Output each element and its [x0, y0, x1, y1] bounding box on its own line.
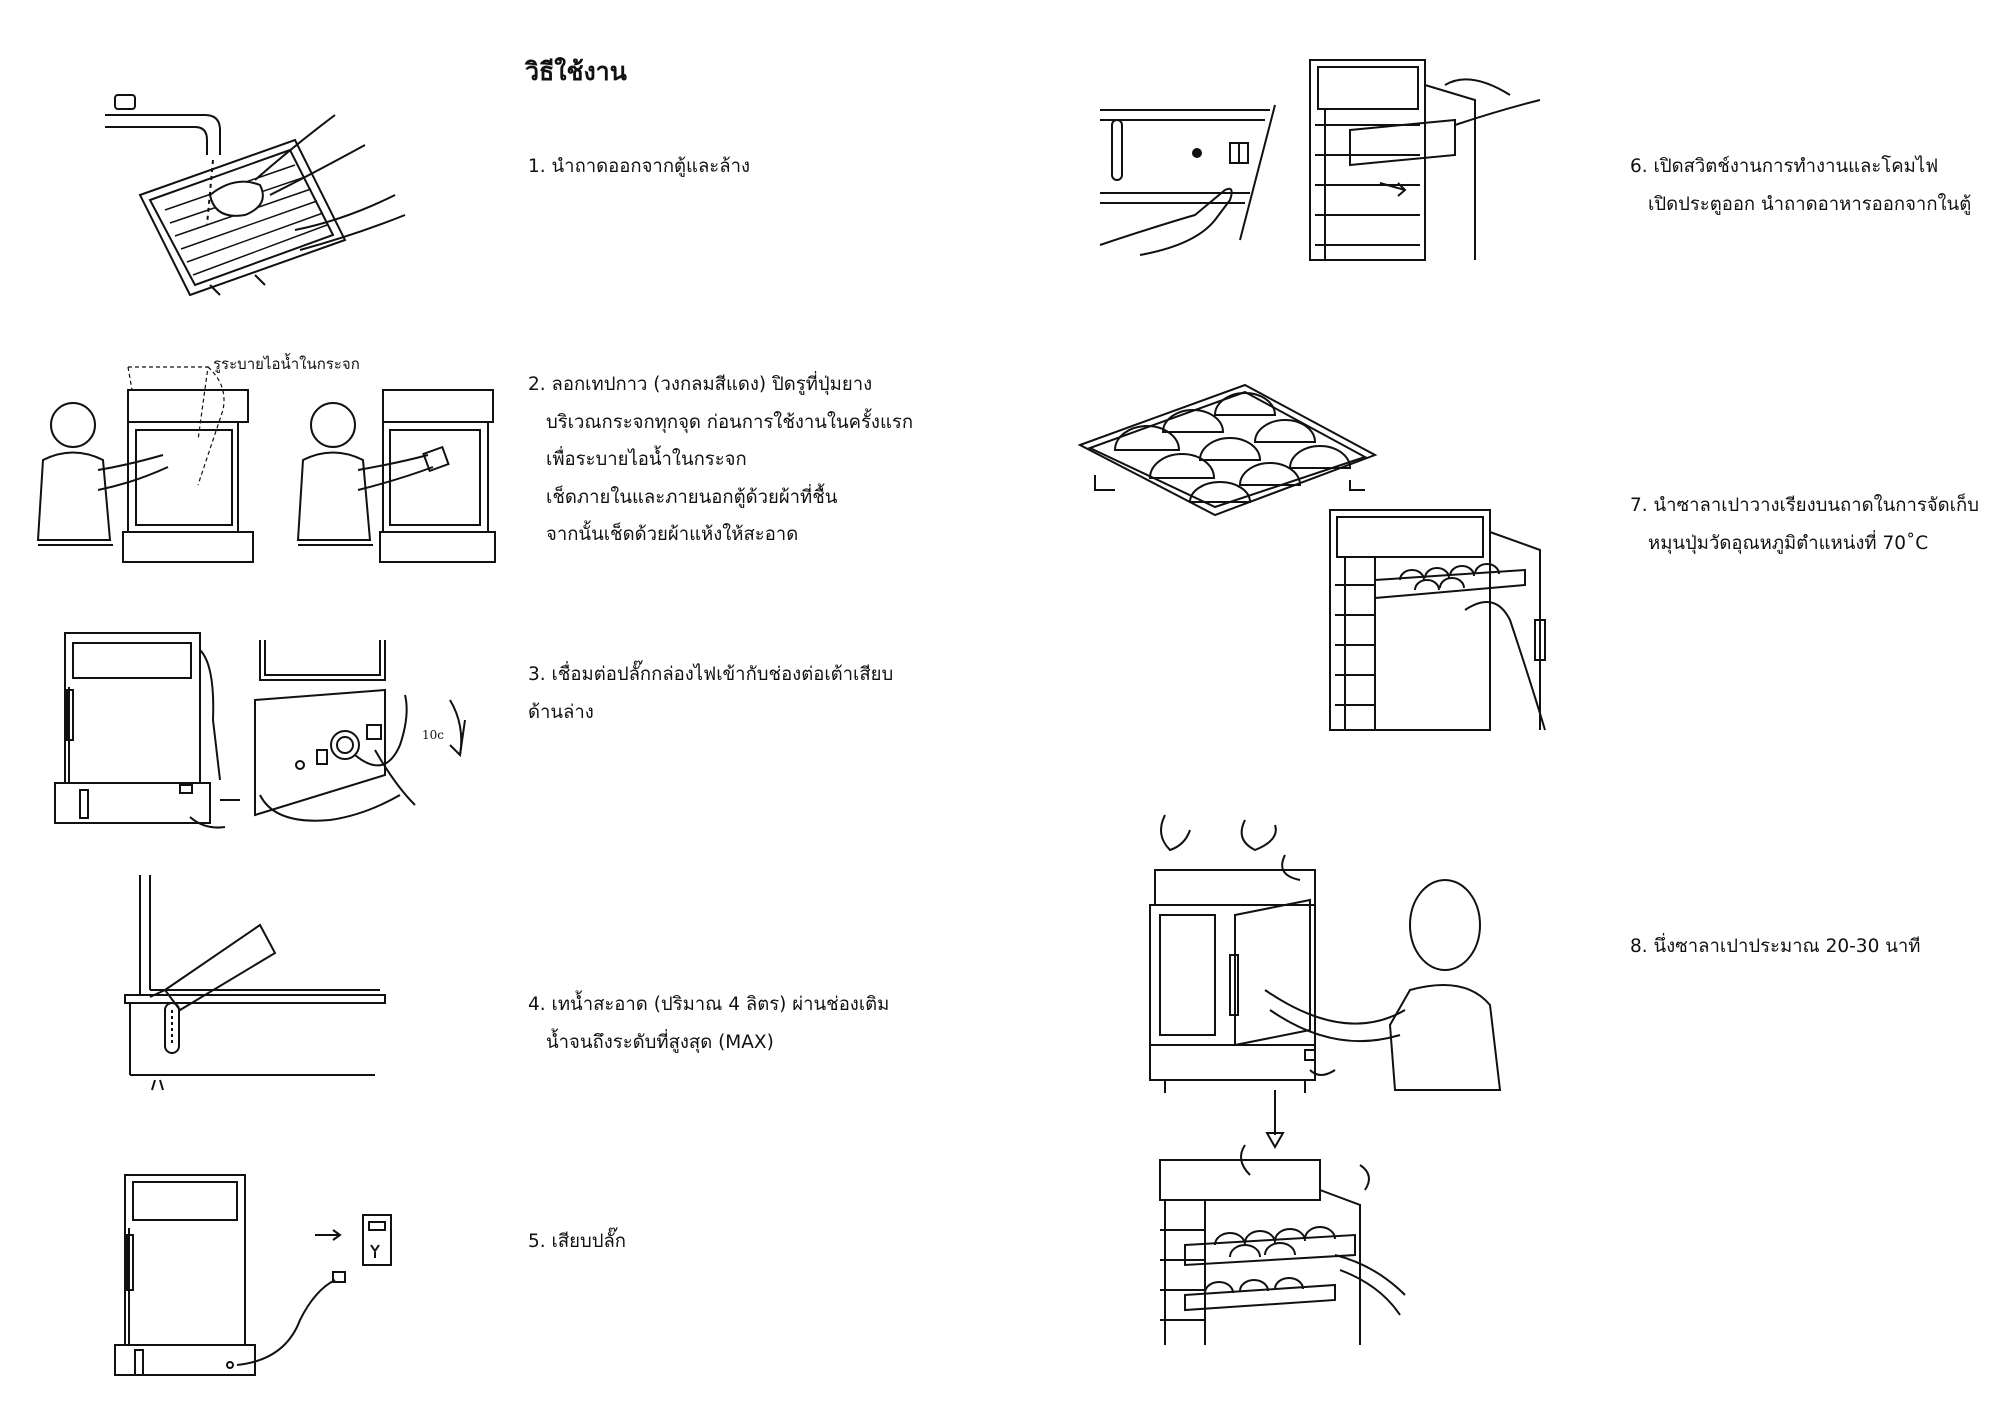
step-7-line-2: หมุนปุ่มวัดอุณหภูมิตำแหน่งที่ 70˚C [1648, 532, 1929, 554]
pouring-water-illustration-icon [120, 875, 390, 1095]
dial-10c-label: 10c [422, 728, 444, 742]
steam-vent-callout: รูระบายไอน้ำในกระจก [213, 355, 360, 373]
step-5-text: 5. เสียบปลั๊ก [528, 1223, 626, 1261]
step-2-line-4: เช็ดภายในและภายนอกตู้ด้วยผ้าที่ชื้น [546, 486, 838, 508]
step-1-text: 1. นำถาดออกจากตู้และล้าง [528, 148, 750, 186]
washing-tray-illustration-icon [95, 85, 415, 305]
step-4-line-1: 4. เทน้ำสะอาด (ปริมาณ 4 ลิตร) ผ่านช่องเต… [528, 994, 890, 1015]
step-7-line-1: 7. นำซาลาเปาวางเรียงบนถาดในการจัดเก็บ [1630, 495, 1979, 516]
step-6-text: 6. เปิดสวิตช์งานการทำงานและโคมไฟ เปิดประ… [1630, 148, 1971, 223]
wiping-glass-illustration-icon [28, 355, 508, 570]
step-7-text: 7. นำซาลาเปาวางเรียงบนถาดในการจัดเก็บ หม… [1630, 487, 1979, 562]
step-5-line-1: 5. เสียบปลั๊ก [528, 1231, 627, 1252]
step-2-text: 2. ลอกเทปกาว (วงกลมสีแดง) ปิดรูที่ปุ่มยา… [528, 366, 913, 554]
connecting-plug-illustration-icon [55, 625, 485, 840]
step-2-line-3: เพื่อระบายไอน้ำในกระจก [546, 449, 747, 470]
step-2-line-2: บริเวณกระจกทุกจุด ก่อนการใช้งานในครั้งแร… [546, 411, 914, 433]
step-3-line-2: ด้านล่าง [528, 701, 594, 723]
step-6-line-2: เปิดประตูออก นำถาดอาหารออกจากในตู้ [1648, 193, 1972, 215]
step-4-line-2: น้ำจนถึงระดับที่สูงสุด (MAX) [546, 1031, 774, 1053]
step-3-text: 3. เชื่อมต่อปลั๊กกล่องไฟเข้ากับช่องต่อเต… [528, 656, 893, 731]
step-2-line-5: จากนั้นเช็ดด้วยผ้าแห้งให้สะอาด [546, 524, 799, 545]
steaming-buns-illustration-icon [1145, 815, 1505, 1345]
step-3-line-1: 3. เชื่อมต่อปลั๊กกล่องไฟเข้ากับช่องต่อเต… [528, 664, 894, 685]
step-8-text: 8. นึ่งซาลาเปาประมาณ 20-30 นาที [1630, 928, 1920, 966]
step-8-line-1: 8. นึ่งซาลาเปาประมาณ 20-30 นาที [1630, 936, 1921, 957]
page-title: วิธีใช้งาน [525, 57, 627, 86]
step-4-text: 4. เทน้ำสะอาด (ปริมาณ 4 ลิตร) ผ่านช่องเต… [528, 986, 889, 1061]
loading-buns-illustration-icon [1075, 380, 1615, 730]
step-1-line-1: 1. นำถาดออกจากตู้และล้าง [528, 156, 750, 177]
step-2-line-1: 2. ลอกเทปกาว (วงกลมสีแดง) ปิดรูที่ปุ่มยา… [528, 374, 873, 395]
step-6-line-1: 6. เปิดสวิตช์งานการทำงานและโคมไฟ [1630, 156, 1939, 177]
switch-on-and-remove-tray-illustration-icon [1100, 55, 1560, 265]
plugging-in-illustration-icon [105, 1170, 405, 1380]
